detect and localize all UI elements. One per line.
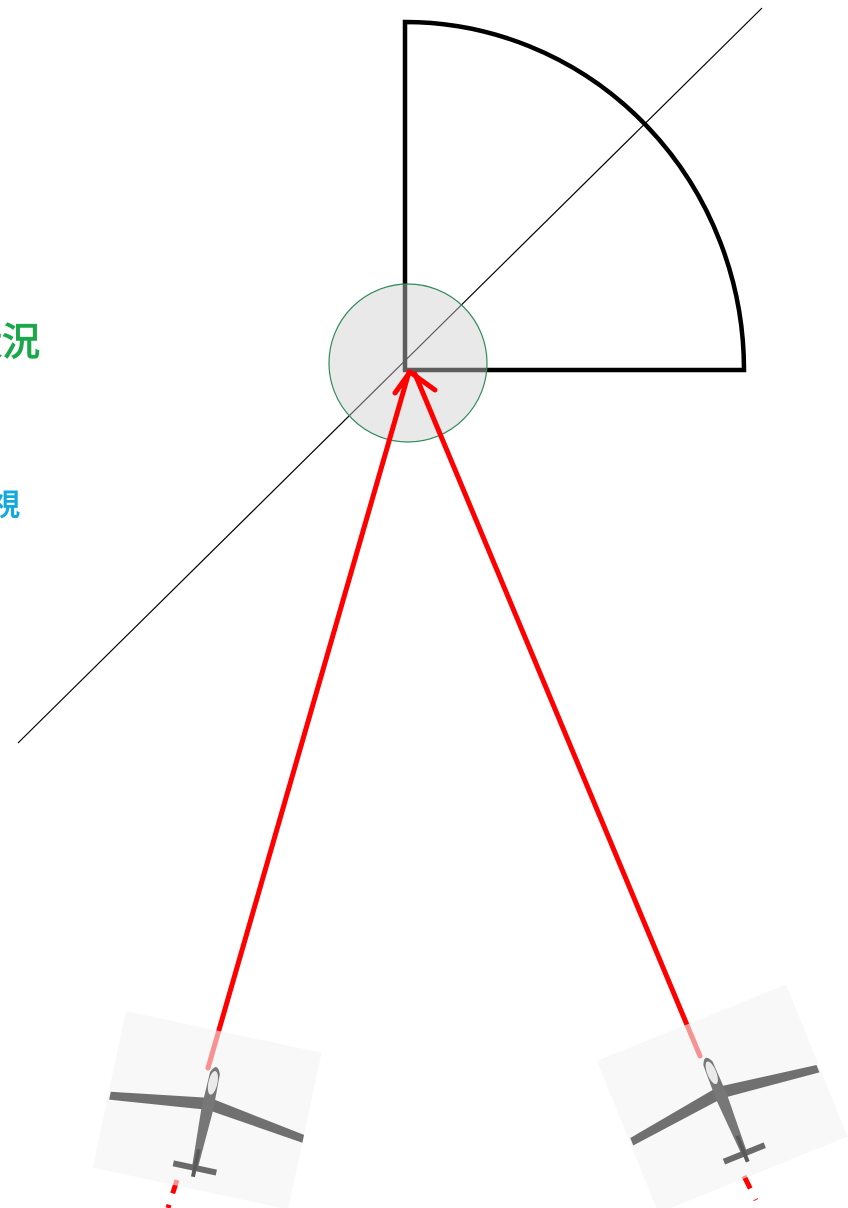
sight-line-left — [208, 372, 409, 1068]
sight-line-right — [415, 374, 700, 1056]
glider-aircraft-icon — [93, 1011, 322, 1208]
track-line-right — [744, 1176, 756, 1200]
reference-circle — [329, 284, 487, 442]
glider-aircraft-icon — [597, 984, 848, 1208]
